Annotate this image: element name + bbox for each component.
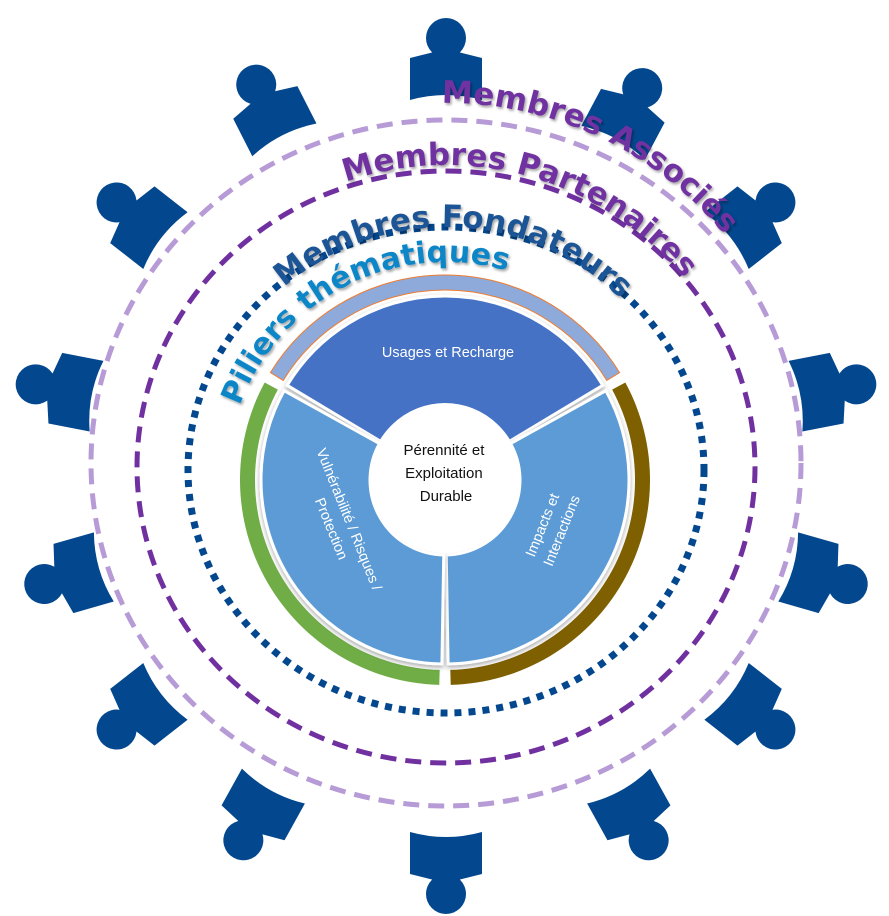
piliers-thematiques-wheel: Usages et Recharge Impacts et Interactio… xyxy=(240,274,650,685)
person-body xyxy=(788,352,845,432)
person-head xyxy=(223,820,264,861)
ring-membres-associes xyxy=(88,117,804,809)
person-head xyxy=(755,182,796,223)
person-body xyxy=(47,352,104,432)
ring-membres-fondateurs xyxy=(184,223,708,717)
person-head xyxy=(628,820,669,861)
person-icon xyxy=(221,768,305,861)
person-icon xyxy=(788,352,877,432)
person-body xyxy=(704,663,782,746)
person-head xyxy=(96,709,137,750)
member-icons xyxy=(15,18,877,914)
segment-vulnerabilite-risques-protection[interactable] xyxy=(259,388,446,666)
center-perennite[interactable] xyxy=(370,403,520,553)
arc-usages-recharge xyxy=(269,274,621,382)
person-body xyxy=(410,52,482,100)
membership-rings xyxy=(88,117,804,809)
ring-membres-partenaires xyxy=(134,168,758,766)
person-head xyxy=(622,68,663,109)
person-icon xyxy=(587,768,671,861)
person-body xyxy=(233,86,317,157)
person-body xyxy=(110,663,188,746)
person-body xyxy=(53,532,114,614)
person-icon xyxy=(778,532,868,614)
person-head xyxy=(24,564,65,605)
person-icon xyxy=(96,182,188,269)
person-body xyxy=(587,768,671,841)
person-head xyxy=(426,874,466,914)
person-icon xyxy=(704,182,796,269)
person-body xyxy=(581,88,665,160)
person-icon xyxy=(410,832,482,914)
person-icon xyxy=(581,68,665,160)
person-head xyxy=(836,364,877,405)
person-icon xyxy=(96,663,188,750)
person-body xyxy=(410,832,482,880)
segment-label-usages: Usages et Recharge xyxy=(382,345,514,361)
person-body xyxy=(704,186,782,269)
arc-impacts-interactions xyxy=(450,382,650,685)
person-body xyxy=(110,186,188,269)
arc-vulnerabilite xyxy=(240,382,440,685)
person-head xyxy=(15,364,56,405)
segment-impacts-interactions[interactable] xyxy=(444,388,631,666)
person-body xyxy=(221,768,305,841)
person-body xyxy=(778,532,839,614)
person-icon xyxy=(15,352,104,432)
person-head xyxy=(827,564,868,605)
person-icon xyxy=(704,663,796,750)
center-label: Pérennité et Exploitation Durable xyxy=(403,442,488,505)
person-head xyxy=(755,709,796,750)
person-icon xyxy=(410,18,482,100)
person-head xyxy=(426,18,466,58)
person-icon xyxy=(24,532,114,614)
person-head xyxy=(96,182,137,223)
person-head xyxy=(236,64,277,105)
person-icon xyxy=(233,64,317,157)
